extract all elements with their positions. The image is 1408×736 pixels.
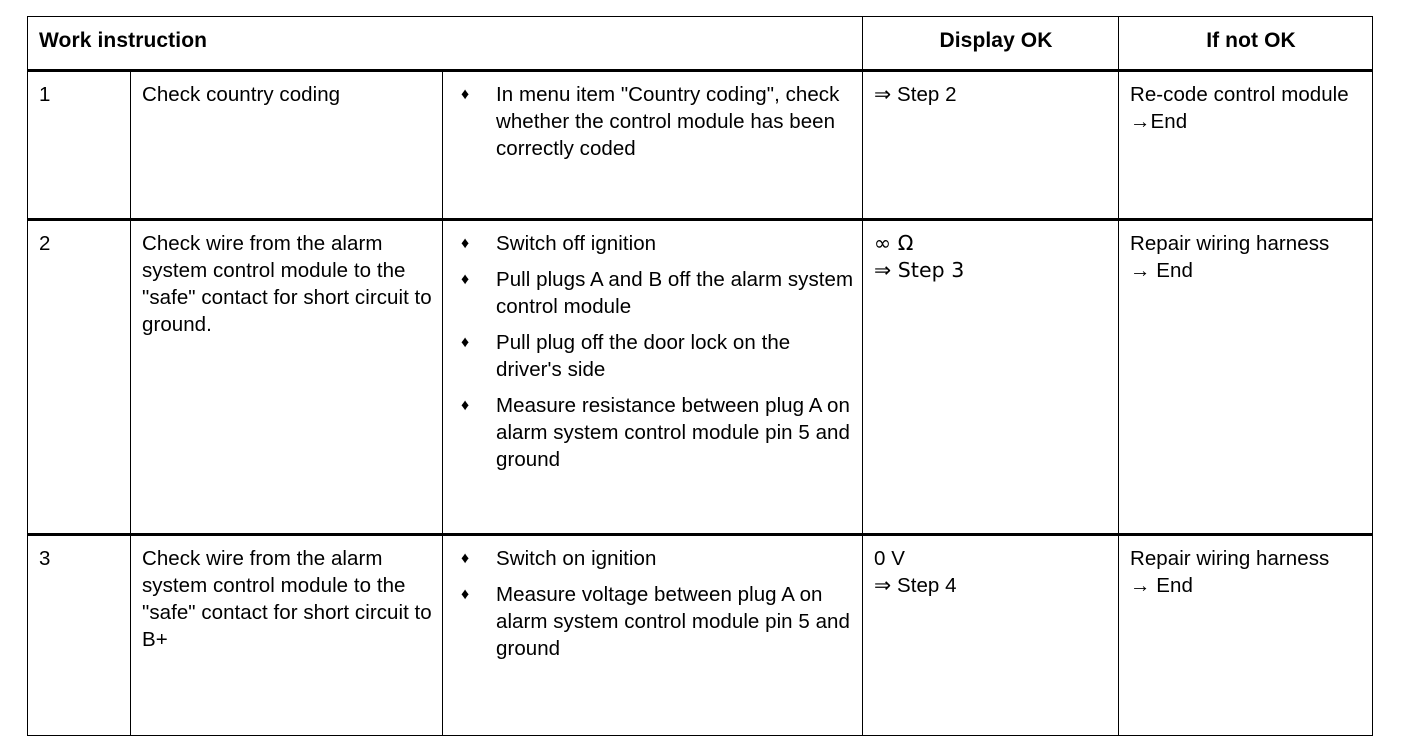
- list-item-text: Measure resistance between plug A on ala…: [496, 394, 850, 471]
- header-if-not-ok-label: If not OK: [1206, 29, 1296, 52]
- task-text: Check wire from the alarm system control…: [142, 547, 432, 651]
- header-display-ok-label: Display OK: [939, 29, 1053, 52]
- display-ok-text: ⇒ Step 2: [874, 83, 957, 106]
- list-item-text: Switch off ignition: [496, 232, 657, 255]
- step-number: 1: [39, 83, 51, 106]
- header-if-not-ok: If not OK: [1118, 16, 1373, 72]
- if-not-ok-text: Re-code control module →End: [1130, 83, 1349, 133]
- if-not-ok-cell: Repair wiring harness → End: [1118, 533, 1373, 736]
- task-cell: Check country coding: [130, 70, 443, 220]
- diamond-bullet-icon: ♦: [461, 397, 470, 414]
- display-ok-cell: ⇒ Step 2: [862, 70, 1119, 220]
- list-item: ♦ Switch on ignition: [451, 545, 856, 572]
- table-row: 1 Check country coding ♦ In menu item "C…: [27, 70, 1373, 220]
- header-work-instruction-spacer-1: [130, 16, 443, 72]
- list-item: ♦ Pull plug off the door lock on the dri…: [451, 329, 856, 383]
- step-number: 2: [39, 232, 51, 255]
- diamond-bullet-icon: ♦: [461, 334, 470, 351]
- work-instruction-table: Work instruction Display OK If not OK 1: [27, 16, 1373, 736]
- list-item-text: Pull plug off the door lock on the drive…: [496, 331, 791, 381]
- if-not-ok-text: Repair wiring harness → End: [1130, 547, 1330, 597]
- header-row: Work instruction Display OK If not OK: [27, 16, 1373, 72]
- diamond-bullet-icon: ♦: [461, 235, 470, 252]
- header-work-instruction-spacer-2: [442, 16, 863, 72]
- detail-list-wrap: ♦ Switch on ignition ♦ Measure voltage b…: [443, 536, 862, 735]
- table-row: 3 Check wire from the alarm system contr…: [27, 533, 1373, 736]
- task-cell: Check wire from the alarm system control…: [130, 218, 443, 535]
- diamond-bullet-icon: ♦: [461, 86, 470, 103]
- step-number-cell: 3: [27, 533, 131, 736]
- detail-cell: ♦ Switch on ignition ♦ Measure voltage b…: [442, 533, 863, 736]
- list-item-text: Measure voltage between plug A on alarm …: [496, 583, 850, 660]
- list-item-text: Switch on ignition: [496, 547, 657, 570]
- task-text: Check country coding: [142, 83, 341, 106]
- display-ok-text: 0 V ⇒ Step 4: [874, 547, 957, 597]
- if-not-ok-cell: Repair wiring harness → End: [1118, 218, 1373, 535]
- display-ok-cell: ∞ Ω ⇒ Step 3: [862, 218, 1119, 535]
- diamond-bullet-icon: ♦: [461, 271, 470, 288]
- display-ok-text: ∞ Ω ⇒ Step 3: [874, 231, 965, 282]
- list-item: ♦ Measure voltage between plug A on alar…: [451, 581, 856, 662]
- detail-list-wrap: ♦ In menu item "Country coding", check w…: [443, 72, 862, 218]
- diamond-bullet-icon: ♦: [461, 586, 470, 603]
- list-item: ♦ Pull plugs A and B off the alarm syste…: [451, 266, 856, 320]
- header-work-instruction: Work instruction: [27, 16, 208, 72]
- diamond-bullet-icon: ♦: [461, 550, 470, 567]
- table-header: Work instruction Display OK If not OK: [27, 16, 1373, 72]
- task-cell: Check wire from the alarm system control…: [130, 533, 443, 736]
- list-item-text: In menu item "Country coding", check whe…: [496, 83, 840, 160]
- if-not-ok-text: Repair wiring harness → End: [1130, 232, 1330, 282]
- header-display-ok: Display OK: [862, 16, 1119, 72]
- list-item: ♦ Measure resistance between plug A on a…: [451, 392, 856, 473]
- table-body: 1 Check country coding ♦ In menu item "C…: [27, 70, 1373, 736]
- step-number-cell: 1: [27, 70, 131, 220]
- detail-list: ♦ Switch off ignition ♦ Pull plugs A and…: [451, 230, 856, 473]
- task-text: Check wire from the alarm system control…: [142, 232, 432, 336]
- display-ok-cell: 0 V ⇒ Step 4: [862, 533, 1119, 736]
- detail-list: ♦ Switch on ignition ♦ Measure voltage b…: [451, 545, 856, 662]
- list-item-text: Pull plugs A and B off the alarm system …: [496, 268, 854, 318]
- step-number: 3: [39, 547, 51, 570]
- list-item: ♦ Switch off ignition: [451, 230, 856, 257]
- detail-cell: ♦ Switch off ignition ♦ Pull plugs A and…: [442, 218, 863, 535]
- detail-cell: ♦ In menu item "Country coding", check w…: [442, 70, 863, 220]
- detail-list: ♦ In menu item "Country coding", check w…: [451, 81, 856, 162]
- step-number-cell: 2: [27, 218, 131, 535]
- list-item: ♦ In menu item "Country coding", check w…: [451, 81, 856, 162]
- table-row: 2 Check wire from the alarm system contr…: [27, 218, 1373, 535]
- detail-list-wrap: ♦ Switch off ignition ♦ Pull plugs A and…: [443, 221, 862, 533]
- header-work-instruction-label: Work instruction: [39, 29, 208, 52]
- if-not-ok-cell: Re-code control module →End: [1118, 70, 1373, 220]
